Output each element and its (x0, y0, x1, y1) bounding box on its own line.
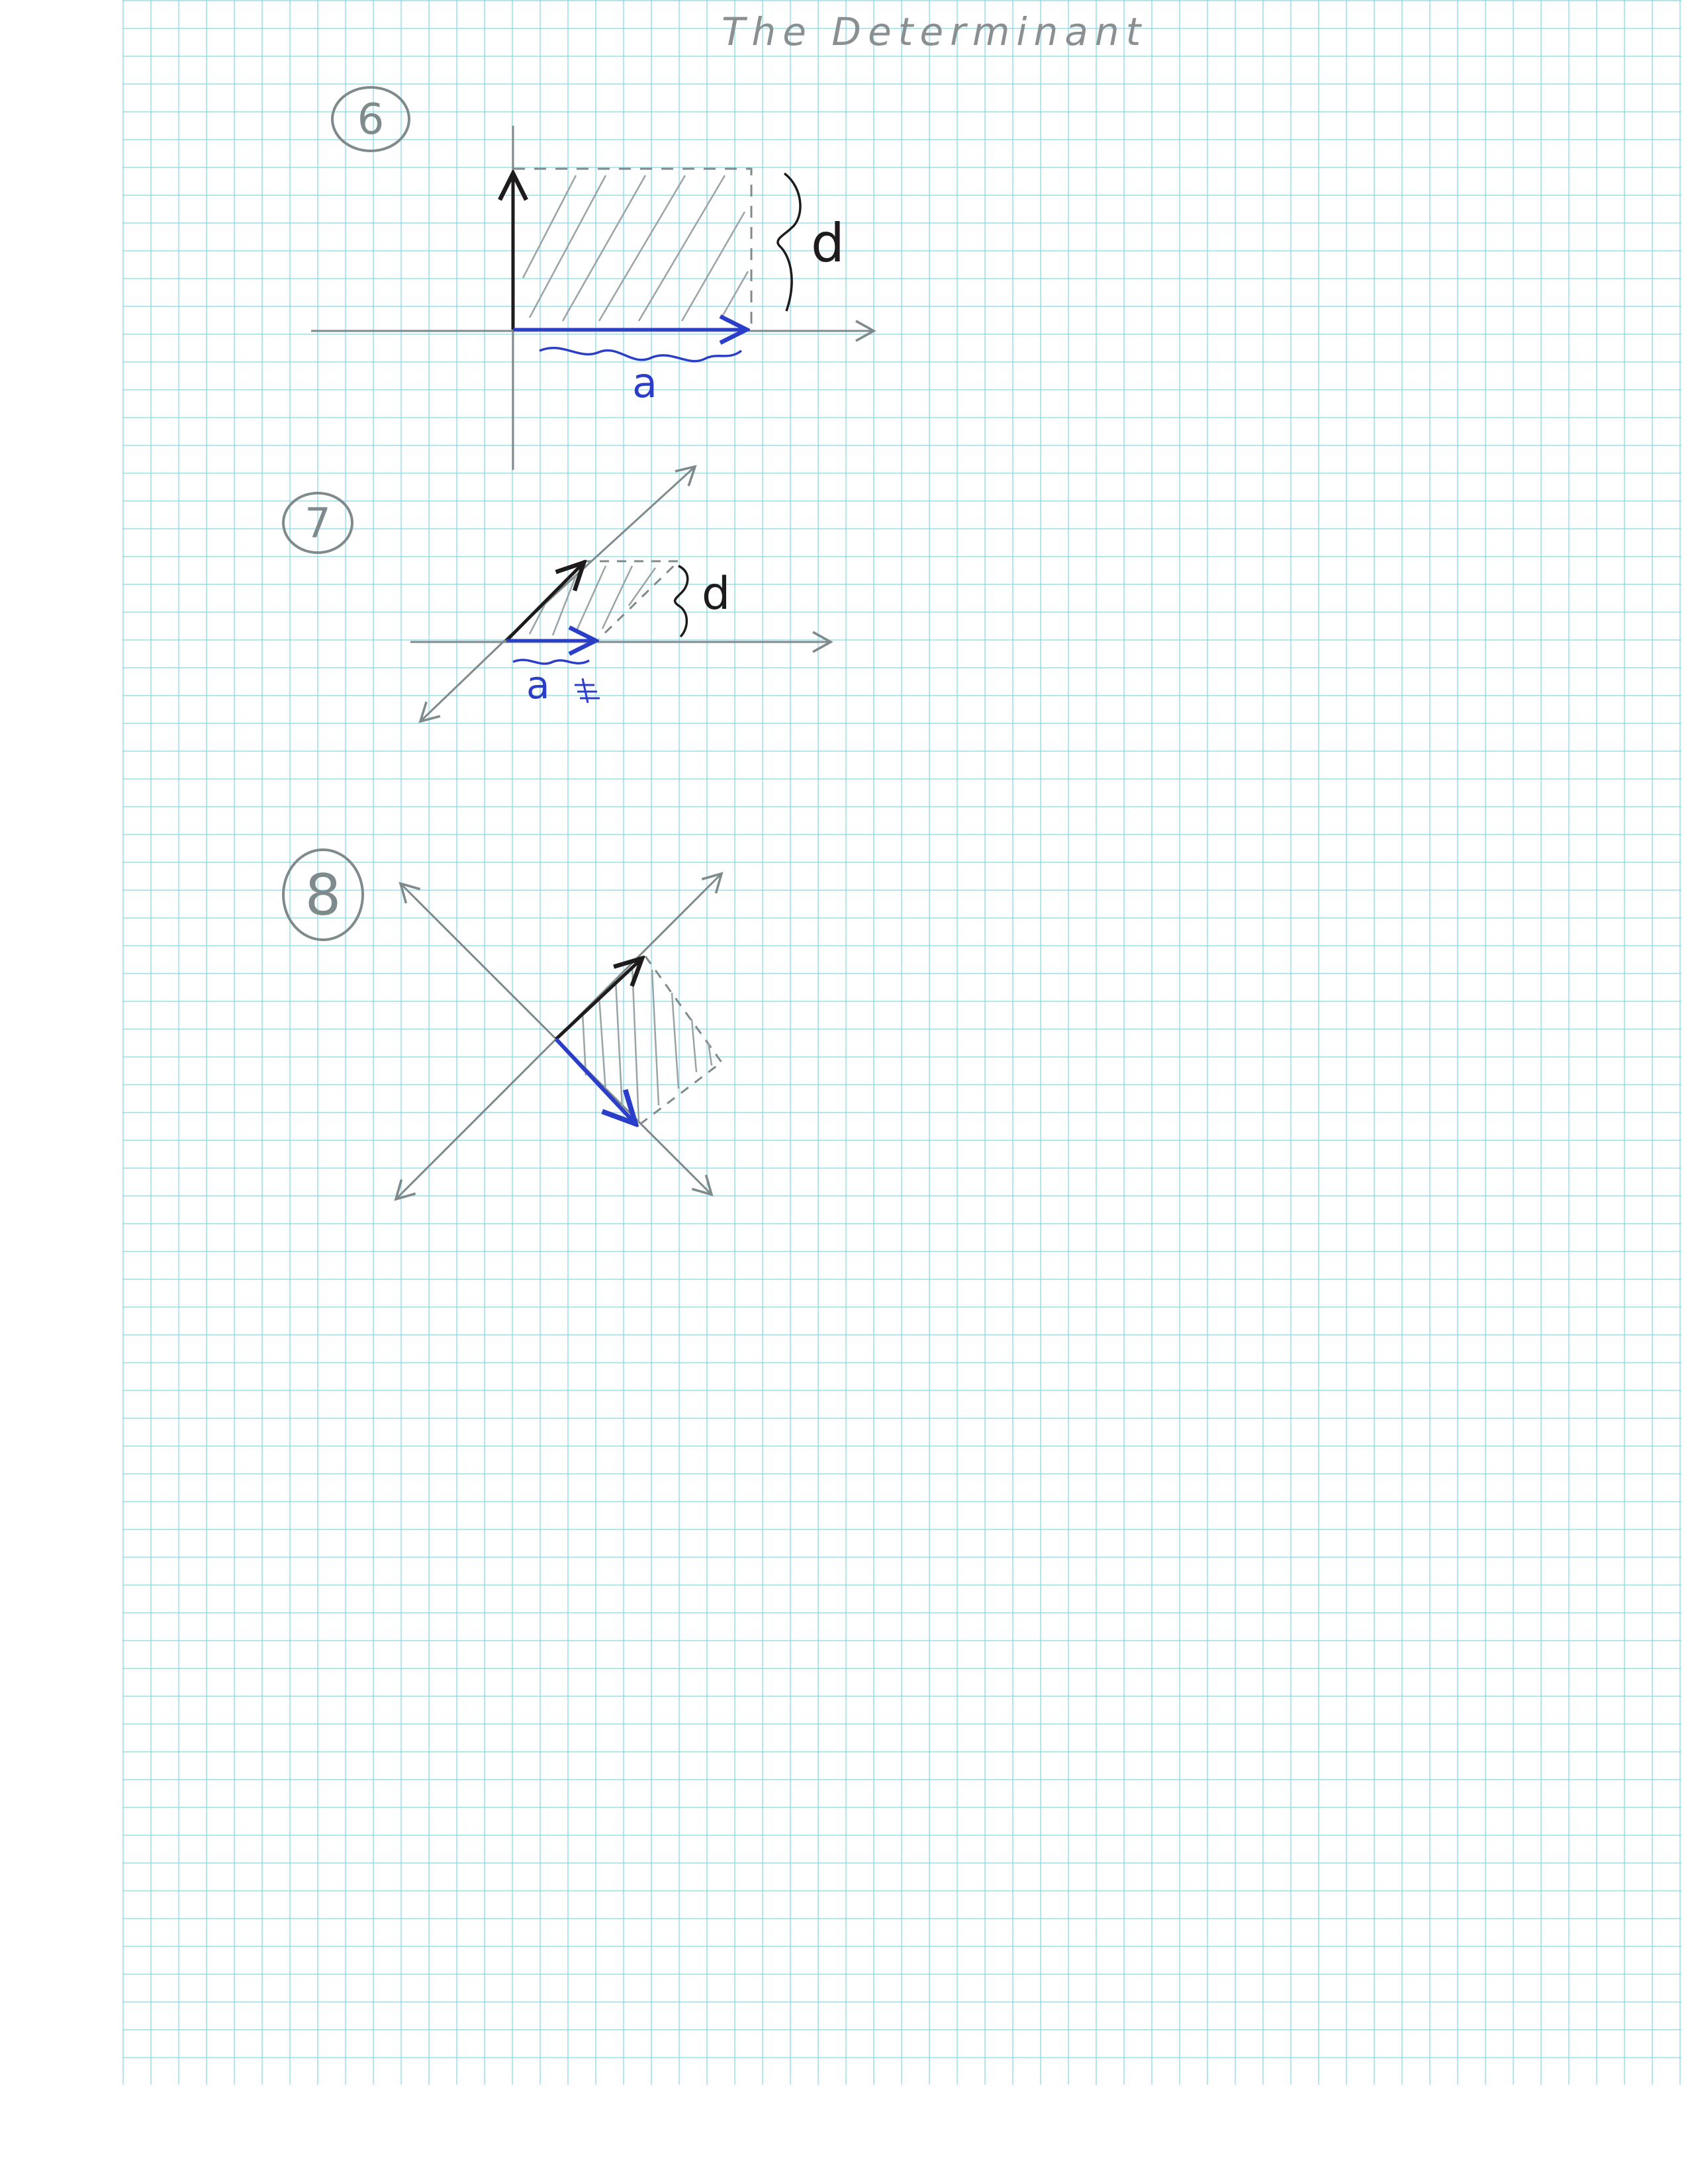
figure-6-height-brace (776, 172, 802, 312)
figure-7-number: 7 (305, 499, 330, 547)
figure-8-hatching (581, 966, 713, 1122)
figure-7-height-brace (673, 565, 689, 638)
figure-8-axis-up-left (399, 882, 557, 1040)
figure-6-width-label: a (632, 359, 657, 407)
figure-8-blue-vector (554, 1037, 635, 1124)
figure-7-number-circle: 7 (282, 492, 353, 554)
figure-8-axis-down-left (394, 1038, 557, 1201)
figure-7-width-squiggle (512, 659, 590, 665)
figure-7-diagonal-vector (505, 563, 584, 642)
figure-8-dashed-square (638, 956, 724, 1126)
figure-8-number: 8 (305, 862, 342, 929)
figure-6-number: 6 (357, 95, 385, 144)
figure-7-dashed-parallelogram (583, 560, 681, 640)
figure-8-black-vector (555, 958, 642, 1040)
page-title: The Determinant (722, 9, 1147, 54)
figure-7-scribble (575, 678, 600, 704)
figure-7: 7 d a (282, 465, 833, 723)
figure-7-diagonal-axis-down (418, 641, 504, 723)
figure-6-height-label: d (811, 212, 845, 274)
figure-8: 8 (282, 848, 724, 1201)
figure-6: 6 d a (311, 86, 876, 470)
figure-7-width-label: a (526, 662, 550, 707)
figure-8-number-circle: 8 (282, 848, 364, 941)
figure-7-height-label: d (702, 568, 730, 620)
figure-6-number-circle: 6 (331, 86, 410, 152)
graph-paper-sheet (122, 0, 1681, 2085)
figure-6-hatching (522, 175, 749, 322)
figure-6-width-squiggle (539, 347, 743, 363)
figure-6-dashed-box (513, 167, 753, 324)
